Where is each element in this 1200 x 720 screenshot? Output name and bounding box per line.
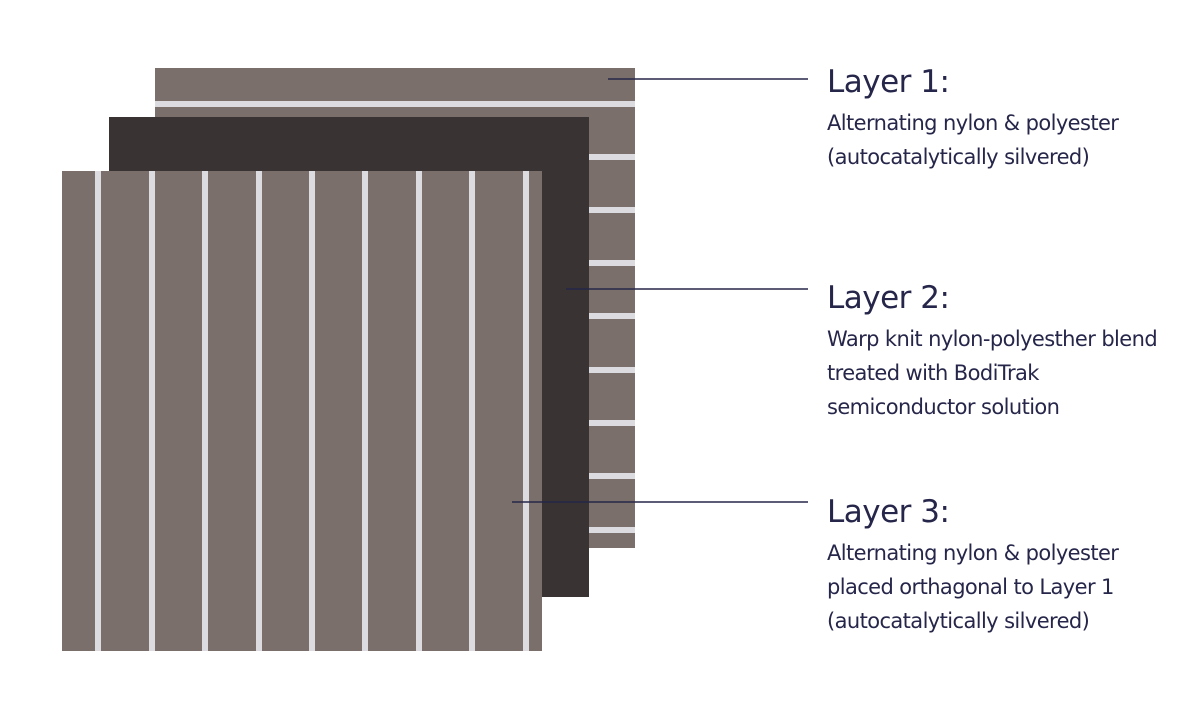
layer-1-title: Layer 1: — [827, 64, 950, 100]
layer-3-stripe — [416, 171, 422, 651]
layer-3-fabric — [62, 171, 542, 651]
layer-1-label: Layer 1: Alternating nylon & polyester (… — [827, 64, 1119, 174]
layer-1-description: Alternating nylon & polyester (autocatal… — [827, 106, 1119, 174]
layer-3-description-line: Alternating nylon & polyester — [827, 541, 1119, 565]
layer-3-stripe — [202, 171, 208, 651]
layer-2-label: Layer 2: Warp knit nylon-polyesther blen… — [827, 280, 1158, 424]
layer-3-description-line: (autocatalytically silvered) — [827, 609, 1090, 633]
layer-3-stripe — [362, 171, 368, 651]
layer-3-label: Layer 3: Alternating nylon & polyester p… — [827, 494, 1119, 638]
layer-3-stripe — [523, 171, 529, 651]
layer-3-panel — [62, 171, 542, 651]
layer-3-stripe — [95, 171, 101, 651]
layer-1-stripe — [155, 101, 635, 107]
layer-1-description-line: Alternating nylon & polyester — [827, 111, 1119, 135]
layer-2-description-line: Warp knit nylon-polyesther blend — [827, 327, 1158, 351]
layer-3-vertical-stripes — [95, 171, 529, 651]
layer-3-description-line: placed orthagonal to Layer 1 — [827, 575, 1114, 599]
layer-2-description-line: semiconductor solution — [827, 395, 1060, 419]
layer-3-stripe — [469, 171, 475, 651]
layer-2-description-line: treated with BodiTrak — [827, 361, 1039, 385]
layer-3-stripe — [309, 171, 315, 651]
layer-3-description: Alternating nylon & polyester placed ort… — [827, 536, 1119, 638]
layer-3-stripe — [256, 171, 262, 651]
layer-2-title: Layer 2: — [827, 280, 950, 316]
layer-3-title: Layer 3: — [827, 494, 950, 530]
layer-1-description-line: (autocatalytically silvered) — [827, 145, 1090, 169]
layer-2-description: Warp knit nylon-polyesther blend treated… — [827, 322, 1158, 424]
layer-3-stripe — [149, 171, 155, 651]
